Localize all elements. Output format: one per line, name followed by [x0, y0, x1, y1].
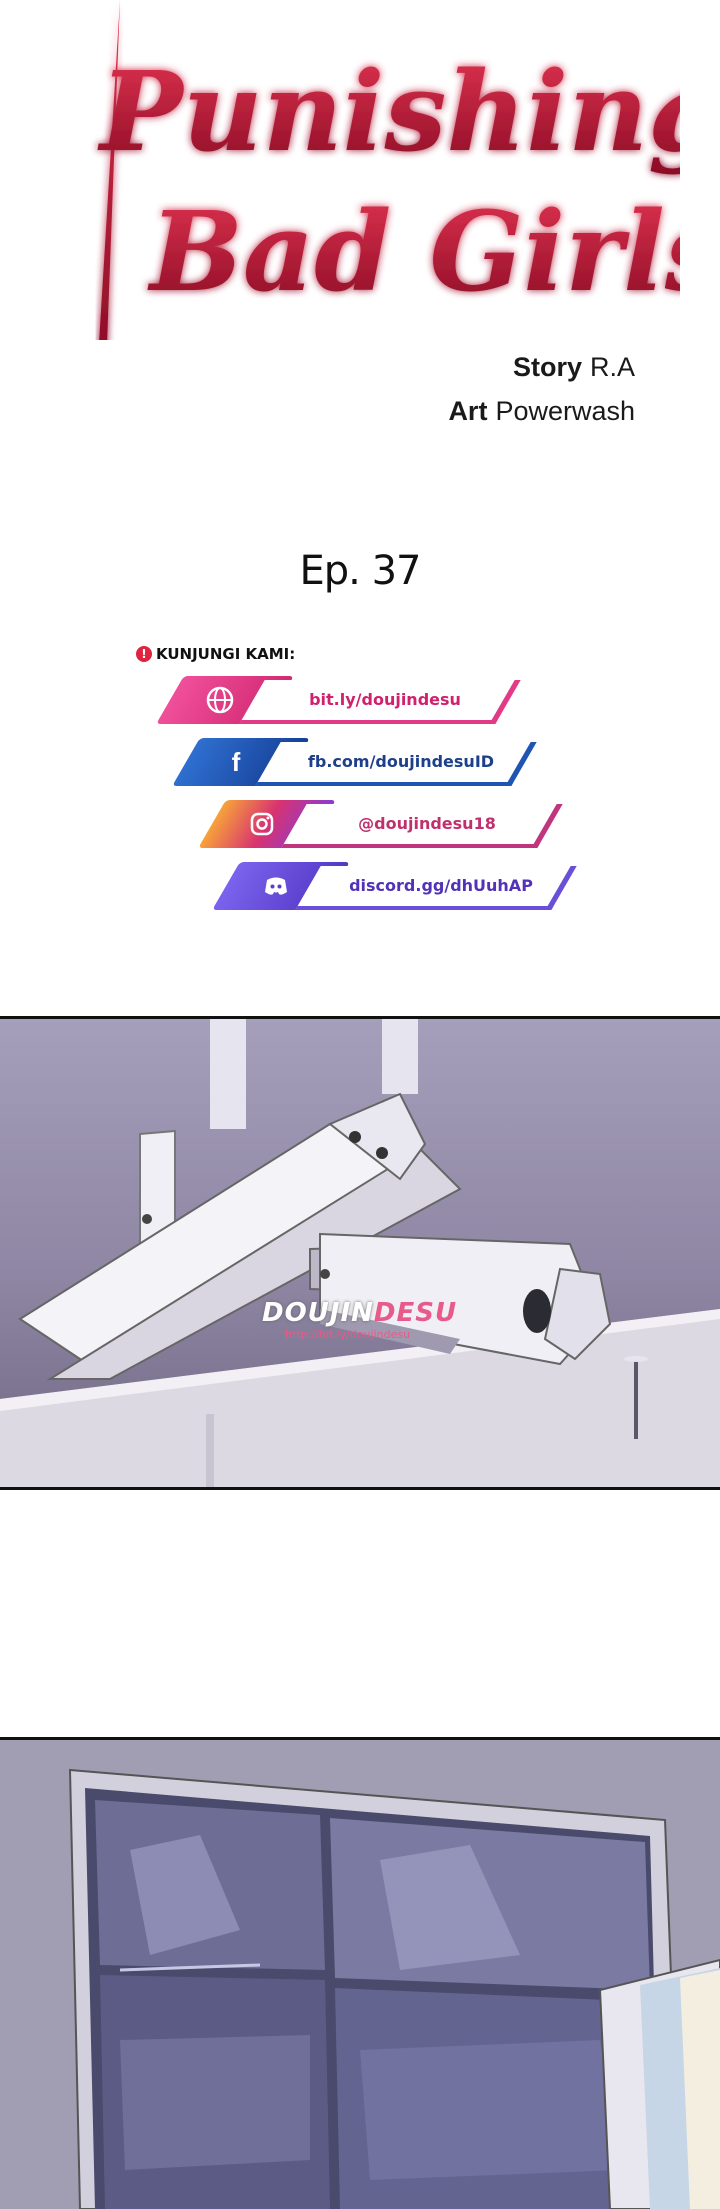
comic-panel-cameras: [0, 1016, 720, 1490]
watermark-url: http://bit.ly/doujindesu: [285, 1328, 411, 1341]
monitor-illustration: [0, 1740, 720, 2209]
globe-icon: [205, 685, 235, 715]
episode-number: Ep. 37: [299, 548, 422, 594]
cameras-illustration: [0, 1019, 720, 1487]
series-logo: Punishing Bad Girls: [97, 0, 680, 340]
link-text: fb.com/doujindesuID: [307, 752, 495, 771]
story-label: Story: [512, 352, 582, 382]
instagram-icon: [247, 809, 277, 839]
visit-heading: ! KUNJUNGI KAMI:: [136, 645, 295, 663]
link-text: discord.gg/dhUuhAP: [349, 876, 533, 895]
watermark-brand-b: DESU: [373, 1298, 458, 1328]
visit-heading-text: KUNJUNGI KAMI:: [156, 645, 296, 663]
link-text: bit.ly/doujindesu: [309, 690, 461, 709]
facebook-icon: f: [231, 747, 241, 777]
title-line-1: Punishing: [97, 47, 680, 176]
alert-icon: !: [136, 646, 152, 662]
comic-panel-monitor: [0, 1737, 720, 2209]
link-text: @doujindesu18: [358, 814, 496, 833]
watermark-brand-a: DOUJIN: [262, 1298, 374, 1328]
discord-icon: [261, 871, 291, 901]
art-value: Powerwash: [495, 396, 635, 426]
art-label: Art: [448, 396, 488, 426]
watermark-brand: DOUJINDESU: [262, 1298, 457, 1328]
story-value: R.A: [589, 352, 635, 382]
title-line-2: Bad Girls: [147, 187, 680, 316]
